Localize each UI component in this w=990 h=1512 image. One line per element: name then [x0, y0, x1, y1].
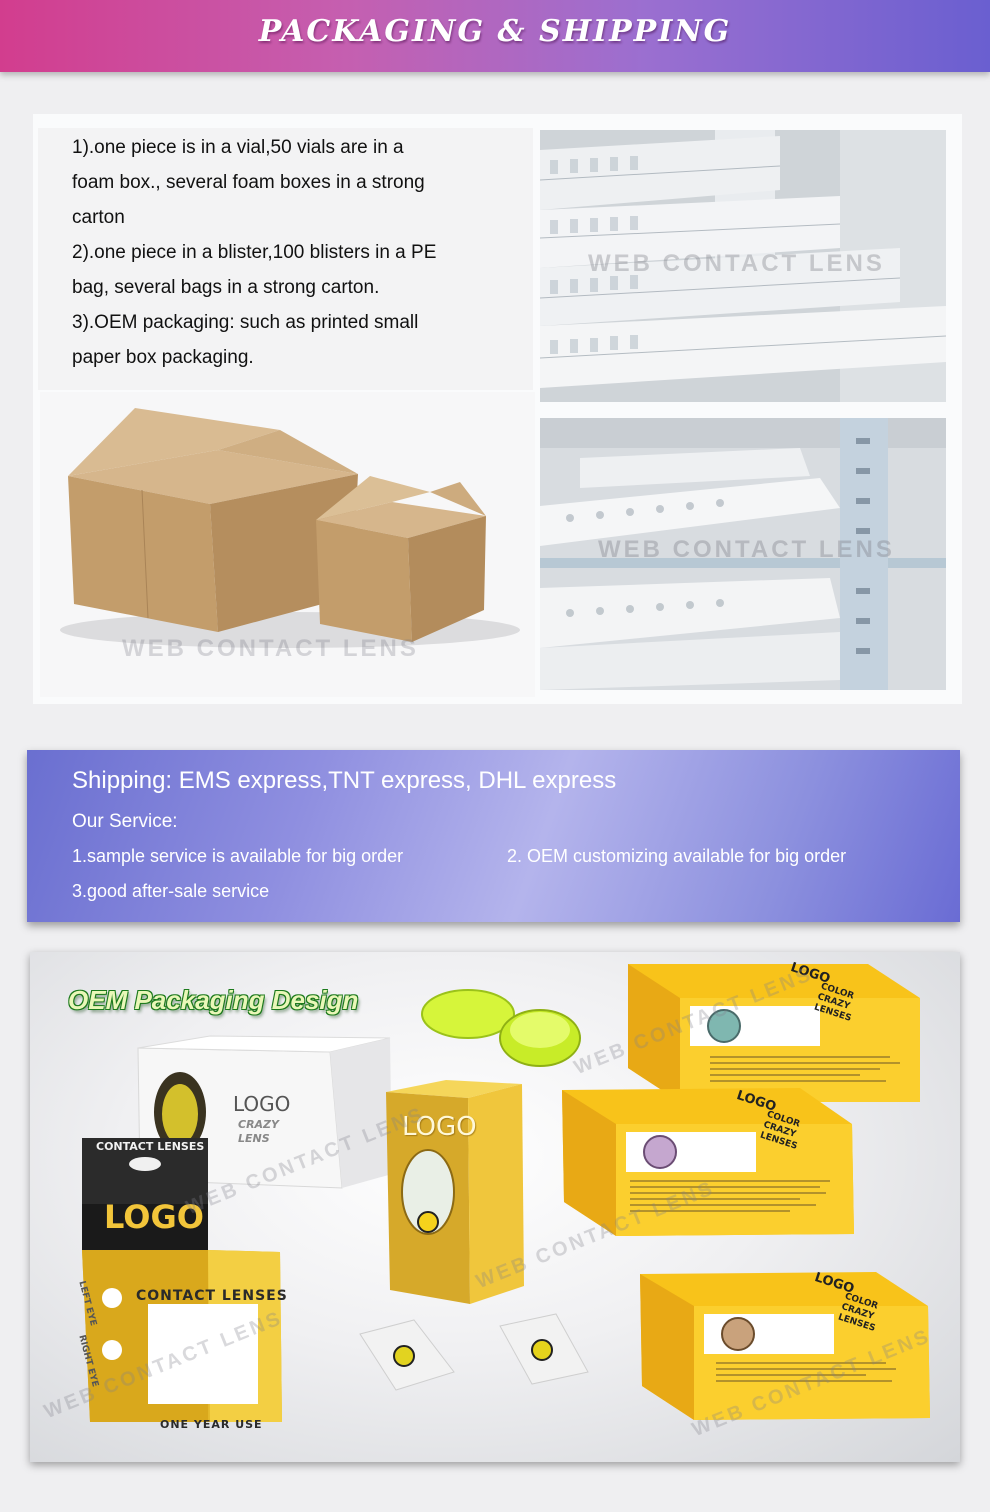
service-item: 1.sample service is available for big or…: [72, 846, 404, 866]
hang-box-brand: CONTACT LENSES: [136, 1288, 288, 1304]
gold-box-logo: LOGO: [402, 1112, 477, 1142]
packaging-line: 1).one piece is in a vial,50 vials are i…: [72, 137, 404, 158]
cardboard-boxes-illustration: [60, 408, 520, 648]
vial-trays-photo: [540, 130, 946, 402]
service-heading: Our Service:: [72, 811, 178, 832]
hang-box-footer: ONE YEAR USE: [160, 1418, 263, 1431]
packaging-line: bag, several bags in a strong carton.: [72, 277, 380, 298]
packaging-line: foam box., several foam boxes in a stron…: [72, 172, 425, 193]
shipping-title: Shipping: EMS express,TNT express, DHL e…: [72, 767, 617, 794]
box-fine-print: [716, 1362, 906, 1386]
white-box-brand: CRAZY LENS: [238, 1118, 279, 1145]
page-title: PACKAGING & SHIPPING: [258, 14, 732, 49]
packaging-line: 3).OEM packaging: such as printed small: [72, 312, 419, 333]
packaging-line: 2).one piece in a blister,100 blisters i…: [72, 242, 437, 263]
box-fine-print: [710, 1056, 900, 1086]
header-banner: PACKAGING & SHIPPING: [0, 0, 990, 72]
shipping-panel: [27, 750, 960, 922]
oem-title: OEM Packaging Design: [68, 985, 359, 1015]
watermark-text: WEB CONTACT LENS: [598, 536, 895, 563]
hang-box-logo: LOGO: [104, 1198, 204, 1236]
vials-storage-photo: WEB CONTACT LENS: [540, 130, 946, 402]
white-box-logo: LOGO: [233, 1092, 291, 1116]
packaging-text-box: [38, 128, 533, 390]
oem-packaging-panel: [30, 952, 960, 1462]
box-fine-print: [630, 1180, 830, 1216]
service-item: 2. OEM customizing available for big ord…: [507, 846, 847, 866]
shelf-trays-photo: [540, 418, 946, 690]
hang-box-header: CONTACT LENSES: [96, 1140, 205, 1153]
packaging-line: paper box packaging.: [72, 347, 254, 368]
shelving-storage-photo: WEB CONTACT LENS: [540, 418, 946, 690]
watermark-text: WEB CONTACT LENS: [122, 635, 419, 662]
oem-packaging-illustration: [82, 964, 930, 1422]
packaging-line: carton: [72, 207, 125, 228]
service-item: 3.good after-sale service: [72, 881, 270, 901]
cardboard-boxes-image: WEB CONTACT LENS: [40, 392, 535, 697]
watermark-text: WEB CONTACT LENS: [588, 250, 885, 277]
